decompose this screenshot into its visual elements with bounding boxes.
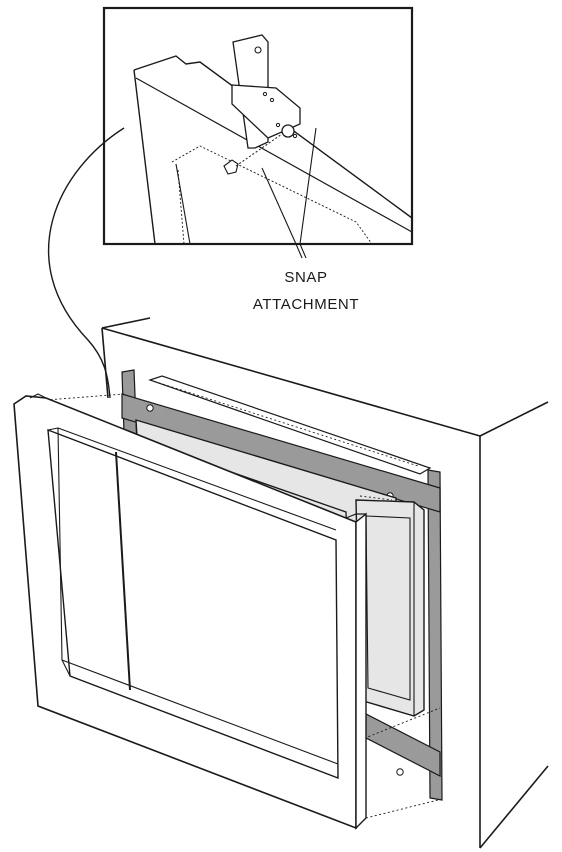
detail-snap-dotted-link: [235, 133, 283, 167]
cabinet-top: [102, 318, 548, 436]
detail-inset: [102, 6, 414, 246]
detail-snap-stud: [223, 159, 239, 175]
cabinet: [101, 317, 549, 849]
callout-leader-right: [299, 243, 307, 259]
detail-leader-right: [299, 127, 317, 245]
cabinet-right-break: [479, 765, 549, 849]
detail-bracket-plate: [231, 84, 301, 139]
trim-frame-side: [355, 512, 367, 830]
cabinet-left-edge: [101, 327, 109, 399]
cabinet-opening-edge: [115, 451, 131, 691]
detail-panel-edge: [175, 163, 191, 245]
bracket-top-horizontal: [121, 393, 441, 513]
appliance-control-inset: [365, 515, 411, 701]
trim-frame: [13, 393, 367, 830]
bracket-right-vertical: [427, 469, 443, 801]
detail-trim-side: [133, 69, 156, 245]
bracket-snap-hole-1: [146, 404, 154, 412]
detail-screw-top: [254, 46, 262, 54]
detail-snap-hole: [281, 124, 295, 138]
alignment-lines: [45, 379, 441, 819]
callout-label-line1: SNAP: [284, 269, 327, 286]
callout-label-line2: ATTACHMENT: [253, 296, 359, 313]
detail-leader-left: [261, 167, 297, 245]
callout-leader-left: [295, 243, 303, 259]
bracket-snap-hole-4: [396, 768, 404, 776]
detail-trim-inner: [135, 77, 413, 233]
appliance-top: [148, 375, 432, 475]
